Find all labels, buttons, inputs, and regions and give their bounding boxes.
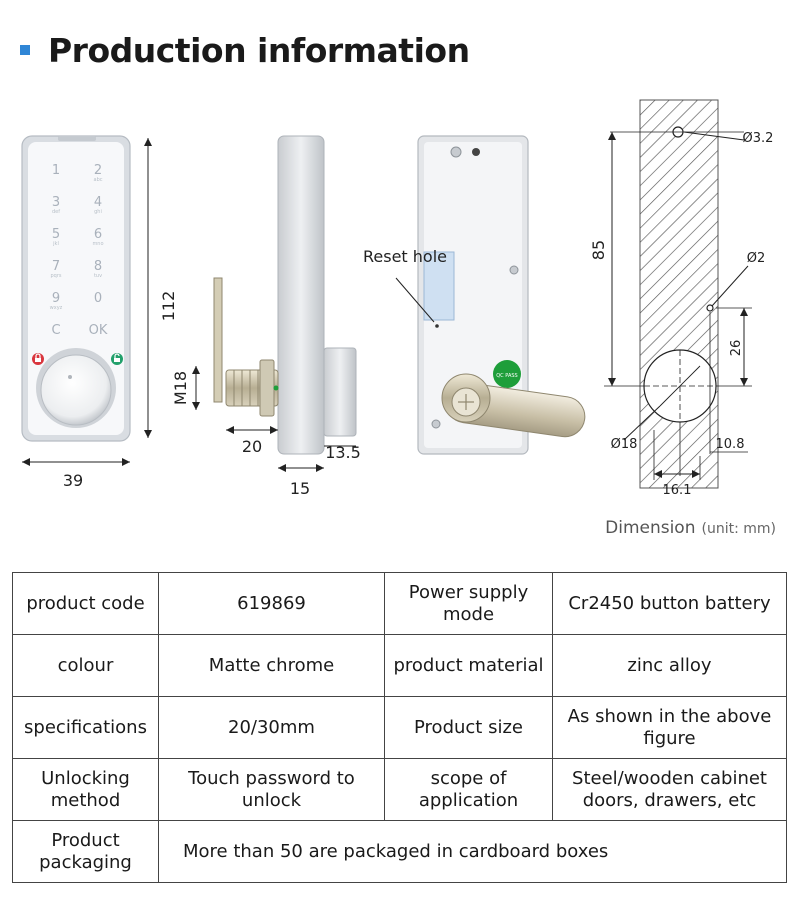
- table-cell-value: More than 50 are packaged in cardboard b…: [158, 820, 787, 883]
- table-cell-label: Product packaging: [12, 820, 159, 883]
- dim-26-arrows: [740, 308, 748, 386]
- keypad-key-ok[interactable]: OK: [89, 323, 108, 338]
- table-row: Unlocking method Touch password to unloc…: [12, 758, 787, 821]
- table-cell-value: zinc alloy: [552, 634, 787, 697]
- keypad-key-letters: jkl: [52, 241, 59, 247]
- reset-hole: [435, 324, 439, 328]
- keypad-key-c[interactable]: C: [51, 323, 60, 338]
- keypad-key-letters: abc: [94, 177, 103, 183]
- cutout-drawing: Ø3.2 85 Ø2 26 Ø18 10.8: [589, 99, 774, 498]
- table-row: colour Matte chrome product material zin…: [12, 634, 787, 697]
- bullet-square-icon: [20, 45, 30, 55]
- dim-15-label: 15: [290, 479, 310, 498]
- dim-32-label: Ø3.2: [743, 131, 774, 146]
- page-title: Production information: [48, 30, 470, 70]
- table-cell-value: Matte chrome: [158, 634, 385, 697]
- keypad-key-6[interactable]: 6: [94, 227, 102, 242]
- table-cell-value: 619869: [158, 572, 385, 635]
- qc-pass-text: QC PASS: [496, 373, 517, 379]
- screw-icon: [450, 146, 462, 158]
- screw-icon: [509, 265, 519, 275]
- dim-20-label: 20: [242, 437, 262, 456]
- page-header: Production information: [20, 28, 470, 72]
- dim-m18-label: M18: [171, 371, 190, 405]
- keypad-key-2[interactable]: 2: [94, 163, 102, 178]
- dim-85-label: 85: [589, 240, 608, 260]
- back-view: Reset hole QC PASS: [363, 135, 586, 455]
- table-cell-label: scope of application: [384, 758, 553, 821]
- dim-112-label: 112: [159, 291, 178, 322]
- hatched-panel-border: [639, 99, 719, 489]
- screw-icon: [431, 419, 441, 429]
- table-cell-value: Touch password to unlock: [158, 758, 385, 821]
- dim-135-label: 13.5: [325, 443, 361, 462]
- dim-32-leader: [683, 131, 745, 141]
- unlock-icon: [111, 353, 123, 365]
- reset-leader-line: [395, 277, 435, 323]
- caption-unit: (unit: mm): [701, 521, 777, 537]
- hole-diameter-line: [659, 365, 701, 407]
- keypad-key-letters: mno: [92, 241, 103, 247]
- table-cell-label: colour: [12, 634, 159, 697]
- dim-108-label: 10.8: [716, 437, 745, 452]
- qc-pass-badge: [493, 360, 521, 388]
- dim-161-label: 16.1: [663, 483, 692, 498]
- knob-dot: [68, 375, 72, 379]
- dim-2-label: Ø2: [747, 251, 766, 266]
- table-cell-label: product code: [12, 572, 159, 635]
- side-led: [273, 385, 279, 391]
- hatched-panel: [640, 100, 718, 488]
- keypad-key-8[interactable]: 8: [94, 259, 102, 274]
- table-cell-label: Power supply mode: [384, 572, 553, 635]
- caption-text: Dimension: [605, 518, 696, 538]
- side-knob: [323, 347, 357, 437]
- spec-table: product code 619869 Power supply mode Cr…: [12, 572, 787, 883]
- keypad-key-4[interactable]: 4: [94, 195, 102, 210]
- table-cell-label: Product size: [384, 696, 553, 759]
- table-cell-label: product material: [384, 634, 553, 697]
- dim-39-label: 39: [63, 471, 83, 490]
- table-cell-value: As shown in the above figure: [552, 696, 787, 759]
- keypad-key-letters: def: [52, 209, 60, 215]
- table-row: specifications 20/30mm Product size As s…: [12, 696, 787, 759]
- keypad-key-9[interactable]: 9: [52, 291, 60, 306]
- table-cell-value: Cr2450 button battery: [552, 572, 787, 635]
- knob: [40, 354, 112, 426]
- table-cell-label: specifications: [12, 696, 159, 759]
- dim-26-label: 26: [729, 340, 744, 357]
- keypad-key-1[interactable]: 1: [52, 163, 60, 178]
- table-cell-value: Steel/wooden cabinet doors, drawers, etc: [552, 758, 787, 821]
- front-top-notch: [58, 136, 96, 141]
- cam-lever-side: [213, 277, 223, 403]
- keypad-key-0[interactable]: 0: [94, 291, 102, 306]
- keypad-key-7[interactable]: 7: [52, 259, 60, 274]
- dim-18-leader: [623, 405, 661, 441]
- lock-icon: [32, 353, 44, 365]
- table-cell-value: 20/30mm: [158, 696, 385, 759]
- keypad-key-letters: wxyz: [50, 305, 63, 311]
- back-hole: [472, 148, 480, 156]
- keypad-key-3[interactable]: 3: [52, 195, 60, 210]
- hole-pin: [706, 304, 714, 312]
- table-row: Product packaging More than 50 are packa…: [12, 820, 787, 883]
- table-row: product code 619869 Power supply mode Cr…: [12, 572, 787, 635]
- side-body: [277, 135, 325, 455]
- table-cell-label: Unlocking method: [12, 758, 159, 821]
- keypad-key-letters: pqrs: [50, 273, 61, 279]
- dimension-caption: Dimension (unit: mm): [605, 518, 776, 538]
- side-view: M18 20 13.5 15: [171, 135, 361, 498]
- cam-nut: [259, 359, 275, 417]
- keypad-key-5[interactable]: 5: [52, 227, 60, 242]
- keypad-key-letters: ghi: [94, 209, 102, 215]
- dim-18-label: Ø18: [611, 437, 638, 452]
- battery-label: [423, 251, 455, 321]
- reset-hole-label: Reset hole: [363, 247, 447, 266]
- dim-2-leader: [711, 265, 749, 307]
- keypad-key-letters: tuv: [94, 273, 102, 279]
